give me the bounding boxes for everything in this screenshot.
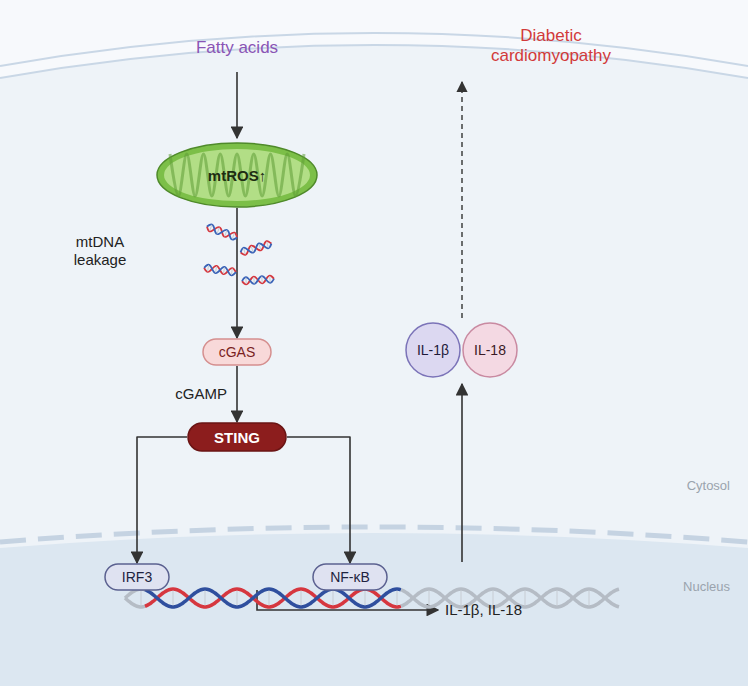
cgas-box: cGAS <box>202 338 272 366</box>
dna-strand <box>206 223 239 241</box>
dna-strand <box>145 589 401 607</box>
dna-rung <box>365 591 366 605</box>
dna-rung <box>231 269 233 275</box>
dna-strand <box>125 598 145 607</box>
node-text: mtROS↑ <box>208 167 266 184</box>
dna-rung <box>251 246 253 252</box>
dna-rung <box>269 591 270 605</box>
node-text: NF-κB <box>330 569 370 585</box>
input-label: Fatty acids <box>196 38 278 58</box>
dna-rung <box>397 591 398 605</box>
dna-strand <box>206 223 239 241</box>
mtdna-fragment <box>206 223 239 241</box>
mtdna-fragments <box>204 223 275 285</box>
cytosol <box>0 45 748 686</box>
dna-rung <box>429 591 430 605</box>
compartment-label: Nucleus <box>683 579 730 595</box>
dashed-outcome-arrow <box>461 82 462 318</box>
dna-rung <box>237 591 238 605</box>
dna-rung <box>253 277 254 283</box>
fatty-acid-arrow <box>236 72 238 138</box>
dna-rung <box>217 228 219 234</box>
dna-rung <box>210 225 212 231</box>
node-text: IRF3 <box>122 569 152 585</box>
dna-rung <box>301 591 302 605</box>
nuclear-envelope <box>0 527 748 542</box>
dna-rung <box>333 591 334 605</box>
outcome-label: Diabetic cardiomyopathy <box>476 26 626 67</box>
dna-strand <box>240 240 273 256</box>
dna-rung <box>557 591 558 605</box>
dna-rung <box>141 591 142 605</box>
secretion-arrow <box>461 384 463 562</box>
arrow-connector <box>287 437 350 563</box>
dna-strand <box>242 275 274 284</box>
product-label: IL-1β, IL-18 <box>445 601 522 619</box>
dna-rung <box>244 248 246 254</box>
dna-rung <box>525 591 526 605</box>
arrow-connector <box>236 366 238 422</box>
dna-rung <box>267 242 269 248</box>
mtdna-fragment <box>204 264 237 276</box>
dna-rung <box>173 591 174 605</box>
dna-strand <box>240 240 273 256</box>
dna-strand <box>242 275 274 284</box>
dna-rung <box>215 266 217 272</box>
node-text: IL-1β <box>417 342 449 358</box>
dna-rung <box>261 277 262 283</box>
mtdna-fragment <box>242 275 274 284</box>
mtdna-label: mtDNA leakage <box>55 233 145 269</box>
mtdna-fragment <box>240 240 273 256</box>
node-text: STING <box>214 429 260 446</box>
compartment-label: Cytosol <box>687 478 730 494</box>
dna-rung <box>259 244 261 250</box>
mitochondrion: mtROS↑ <box>156 142 318 208</box>
arrow-connector <box>236 208 238 338</box>
cytokine-circle: IL-1β <box>405 322 461 378</box>
cell-membrane-inner <box>0 45 748 78</box>
nuclear-dna <box>125 589 619 607</box>
arrow-connector <box>137 437 187 563</box>
nfkb-box: NF-κB <box>312 563 388 591</box>
dna-strand <box>145 589 401 607</box>
dna-rung <box>245 278 246 284</box>
node-text: IL-18 <box>474 342 506 358</box>
cytokine-circle: IL-18 <box>462 322 518 378</box>
dna-strand <box>204 264 237 276</box>
node-text: cGAS <box>219 344 256 360</box>
dna-rung <box>207 265 209 271</box>
dna-rung <box>232 233 234 239</box>
dna-rung <box>589 591 590 605</box>
nucleus-region <box>0 533 748 686</box>
dna-rung <box>225 230 227 236</box>
edge-label: cGAMP <box>175 385 227 403</box>
dna-strand <box>204 264 237 276</box>
dna-rung <box>205 591 206 605</box>
sting-box: STING <box>187 422 287 452</box>
dna-rung <box>269 276 270 282</box>
irf3-box: IRF3 <box>104 563 170 591</box>
dna-rung <box>223 267 225 273</box>
